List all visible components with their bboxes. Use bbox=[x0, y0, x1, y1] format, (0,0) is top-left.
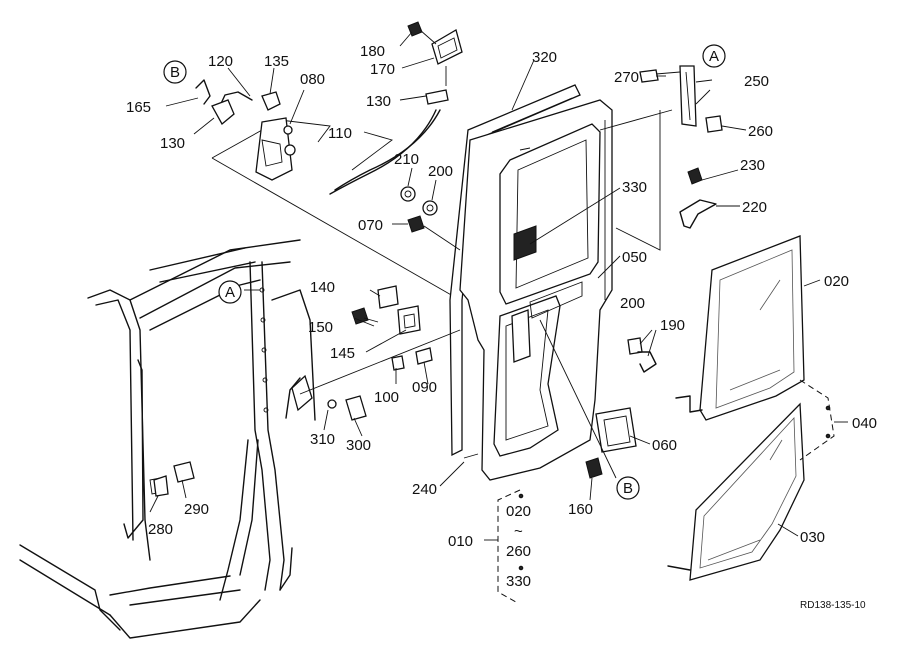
callout-b-label: B bbox=[623, 480, 633, 497]
part-label-210: 210 bbox=[394, 151, 419, 168]
part-label-120: 120 bbox=[208, 53, 233, 70]
part-label-050: 050 bbox=[622, 249, 647, 266]
part-label-250: 250 bbox=[744, 73, 769, 90]
part-label-135: 135 bbox=[264, 53, 289, 70]
hinge bbox=[599, 65, 723, 251]
part-label-260-range: 260 bbox=[506, 543, 531, 560]
part-label-165: 165 bbox=[126, 99, 151, 116]
part-label-200-top: 200 bbox=[428, 163, 453, 180]
leader-lines bbox=[149, 31, 821, 537]
part-label-220: 220 bbox=[742, 199, 767, 216]
part-label-150: 150 bbox=[308, 319, 333, 336]
stay-rod bbox=[679, 167, 717, 229]
part-label-160: 160 bbox=[568, 501, 593, 518]
part-label-110: 110 bbox=[328, 125, 352, 142]
callout-a-hinge: A bbox=[702, 44, 726, 68]
part-label-330: 330 bbox=[622, 179, 647, 196]
part-label-020-glass: 020 bbox=[824, 273, 849, 290]
part-label-330-range-end: 330 bbox=[506, 573, 531, 590]
part-labels: 180 170 130 320 270 250 260 165 120 135 … bbox=[126, 43, 877, 611]
drawing-reference: RD138-135-10 bbox=[800, 600, 866, 611]
outer-handle bbox=[407, 21, 463, 86]
part-label-310: 310 bbox=[310, 431, 335, 448]
callout-b-lock: B bbox=[163, 60, 187, 84]
part-label-030: 030 bbox=[800, 529, 825, 546]
part-label-260: 260 bbox=[748, 123, 773, 140]
part-label-270: 270 bbox=[614, 69, 639, 86]
part-label-100: 100 bbox=[374, 389, 399, 406]
callout-a-label: A bbox=[709, 48, 719, 65]
part-label-010: 010 bbox=[448, 533, 473, 550]
part-label-230: 230 bbox=[740, 157, 765, 174]
part-label-280: 280 bbox=[148, 521, 173, 538]
part-label-180: 180 bbox=[360, 43, 385, 60]
part-label-090: 090 bbox=[412, 379, 437, 396]
part-label-240: 240 bbox=[412, 481, 437, 498]
part-label-170: 170 bbox=[370, 61, 395, 78]
part-label-290: 290 bbox=[184, 501, 209, 518]
callout-b-label: B bbox=[170, 64, 180, 81]
range-tilde: ~ bbox=[514, 523, 523, 540]
part-label-020-range-start: 020 bbox=[506, 503, 531, 520]
part-label-130: 130 bbox=[366, 93, 391, 110]
part-label-040: 040 bbox=[852, 415, 877, 432]
callout-a-label: A bbox=[225, 284, 235, 301]
door-frame bbox=[459, 99, 613, 481]
part-label-070: 070 bbox=[358, 217, 383, 234]
cab-frame bbox=[19, 239, 316, 639]
part-label-200-right: 200 bbox=[620, 295, 645, 312]
part-label-190: 190 bbox=[660, 317, 685, 334]
part-label-080: 080 bbox=[300, 71, 325, 88]
part-label-060: 060 bbox=[652, 437, 677, 454]
upper-glass bbox=[675, 235, 805, 421]
part-label-320: 320 bbox=[532, 49, 557, 66]
part-label-300: 300 bbox=[346, 437, 371, 454]
callout-b-door: B bbox=[616, 476, 640, 500]
small-parts bbox=[153, 186, 657, 497]
door-seal bbox=[449, 84, 581, 457]
part-label-145: 145 bbox=[330, 345, 355, 362]
part-label-130-left: 130 bbox=[160, 135, 185, 152]
lock-linkage-assembly bbox=[195, 79, 461, 301]
lower-glass bbox=[667, 402, 805, 581]
callout-a-cab: A bbox=[218, 280, 242, 304]
part-label-140: 140 bbox=[310, 279, 335, 296]
grouping-brackets bbox=[484, 379, 848, 603]
